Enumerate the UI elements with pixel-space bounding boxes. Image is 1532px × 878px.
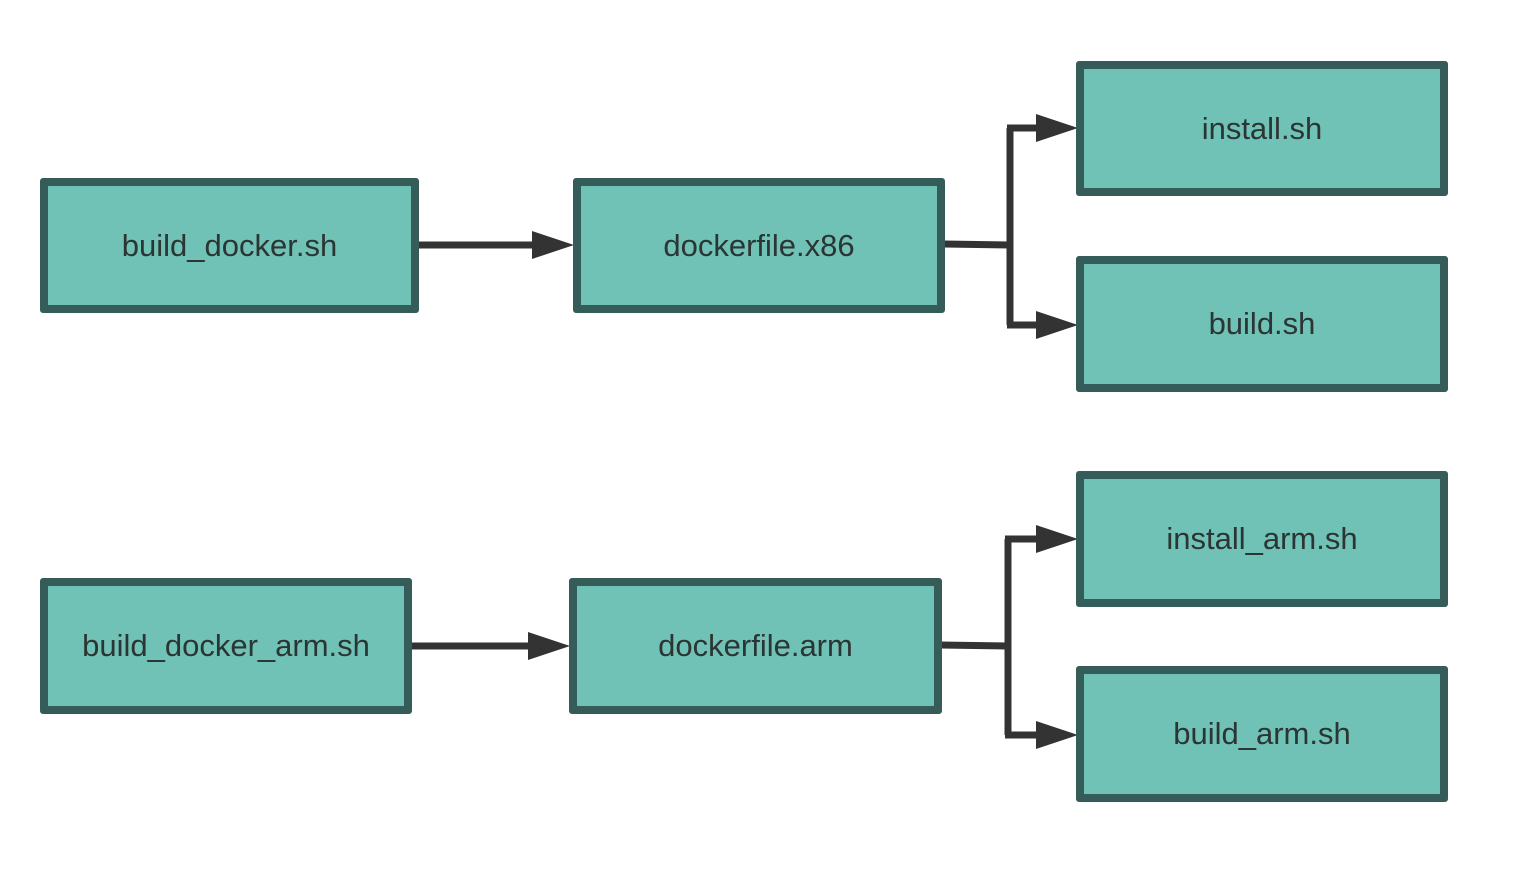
node-build-docker: build_docker.sh [40, 178, 419, 313]
edge-dockerfile-x86-to-build [1007, 311, 1078, 339]
edge-dockerfile-x86-to-install [1007, 114, 1078, 142]
node-install-arm: install_arm.sh [1076, 471, 1448, 607]
node-label: build_docker_arm.sh [82, 628, 370, 663]
node-label: install_arm.sh [1166, 521, 1358, 556]
edge-dockerfile-arm-fork [939, 539, 1012, 735]
node-label: build.sh [1208, 306, 1316, 341]
node-install: install.sh [1076, 61, 1448, 196]
node-dockerfile-arm: dockerfile.arm [569, 578, 942, 714]
node-label: build_arm.sh [1173, 716, 1351, 751]
node-label: build_docker.sh [121, 227, 338, 263]
edge-build-docker-to-dockerfile-x86 [418, 231, 574, 259]
node-dockerfile-x86: dockerfile.x86 [573, 178, 945, 313]
node-build-docker-arm: build_docker_arm.sh [40, 578, 412, 714]
edge-dockerfile-x86-fork [943, 128, 1014, 325]
edge-build-docker-arm-to-dockerfile-arm [411, 632, 570, 660]
edge-dockerfile-arm-to-build-arm [1005, 721, 1078, 749]
edge-dockerfile-arm-to-install-arm [1005, 525, 1078, 553]
node-build: build.sh [1076, 256, 1448, 392]
node-label: install.sh [1201, 110, 1323, 146]
node-label: dockerfile.x86 [663, 227, 855, 263]
node-label: dockerfile.arm [658, 628, 853, 663]
node-build-arm: build_arm.sh [1076, 666, 1448, 802]
